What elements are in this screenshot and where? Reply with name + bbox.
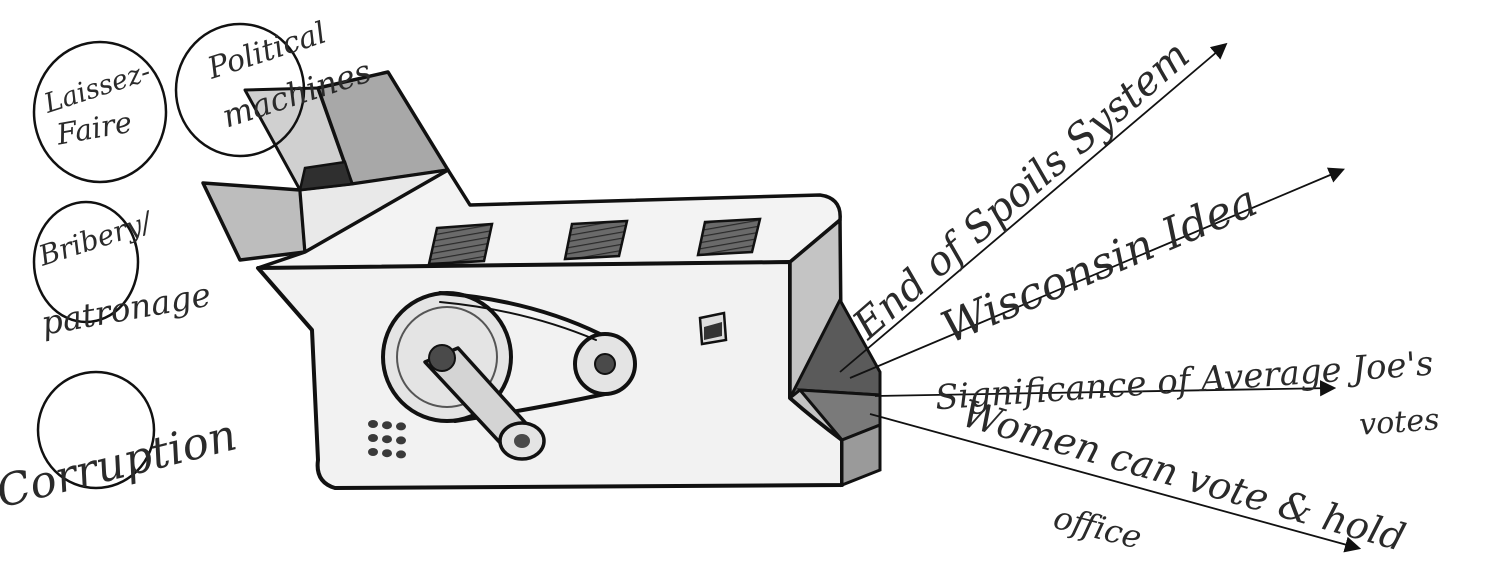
keypad-key [382,449,392,457]
input-label-line: patronage [38,275,213,343]
keypad-key [382,421,392,429]
keypad-key [396,436,406,444]
output-results: End of Spoils System Wisconsin Idea Sign… [840,32,1441,560]
keypad-key [396,450,406,458]
machine-keypad [368,420,406,458]
output-label-line: office [1050,498,1146,556]
input-laissez-faire: Laissez- Faire [34,42,166,182]
keypad-key [368,420,378,428]
keypad-key [382,435,392,443]
machine [203,72,880,488]
input-bribery-patronage: Bribery/ patronage [34,202,214,343]
input-corruption: Corruption [0,372,242,518]
vent [429,224,492,264]
output-label-line: Women can vote & hold [957,391,1410,560]
vent [565,221,627,259]
machine-switch [700,313,726,344]
output-end-of-spoils-system: End of Spoils System [840,32,1225,372]
vent [698,219,760,255]
output-label-line: votes [1358,402,1440,443]
input-label-line: Corruption [0,410,242,519]
keypad-key [396,422,406,430]
machine-front [258,262,842,488]
keypad-key [368,434,378,442]
keypad-key [368,448,378,456]
